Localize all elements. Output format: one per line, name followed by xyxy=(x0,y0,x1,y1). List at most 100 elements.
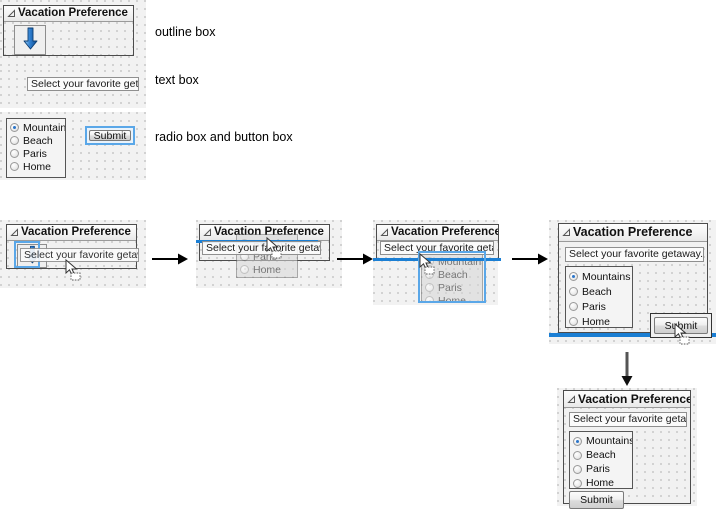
radio-option[interactable]: Paris xyxy=(425,281,479,294)
panel-title-label: Vacation Preference xyxy=(573,225,693,239)
submit-button-label: Submit xyxy=(664,319,698,332)
radio-dot-icon[interactable] xyxy=(573,436,582,446)
panel-title-label: Vacation Preference xyxy=(18,7,128,19)
submit-button-label: Submit xyxy=(93,129,127,142)
radio-dot-icon[interactable] xyxy=(10,136,19,145)
radio-option[interactable]: Home xyxy=(569,314,629,328)
step5-radio-box[interactable]: Mountains Beach Paris Home xyxy=(569,431,633,489)
panel-titlebar: Vacation Preference xyxy=(564,391,690,408)
text-box-value: Select your favorite getaway. xyxy=(569,248,704,261)
caption-outline-box: outline box xyxy=(155,25,216,39)
radio-dot-icon[interactable] xyxy=(569,317,578,326)
radio-dot-icon[interactable] xyxy=(425,283,434,292)
panel-titlebar: Vacation Preference xyxy=(377,225,498,241)
radio-option[interactable]: Home xyxy=(240,263,294,276)
collapse-triangle-icon[interactable] xyxy=(567,394,576,404)
radio-option[interactable]: Home xyxy=(573,476,629,489)
radio-option[interactable]: Beach xyxy=(573,448,629,462)
radio-option-label: Paris xyxy=(438,281,462,294)
radio-option-label: Home xyxy=(582,315,611,328)
submit-button[interactable]: Submit xyxy=(89,129,131,142)
step3-selection-ring xyxy=(418,251,486,303)
collapse-triangle-icon[interactable] xyxy=(380,228,389,237)
text-box-value: Select your favorite getaway. xyxy=(24,248,138,261)
radio-option[interactable]: Home xyxy=(425,294,479,302)
radio-dot-icon[interactable] xyxy=(240,265,249,274)
radio-option[interactable]: Mountains xyxy=(573,434,632,448)
radio-option-label: Mountains xyxy=(23,121,66,134)
radio-option-label: Beach xyxy=(438,268,468,281)
radio-dot-icon[interactable] xyxy=(10,162,19,171)
radio-option-label: Paris xyxy=(586,463,610,475)
blue-down-arrow-tile[interactable] xyxy=(14,25,46,55)
radio-option-label: Paris xyxy=(582,300,606,313)
radio-dot-icon[interactable] xyxy=(569,302,578,311)
panel-titlebar: Vacation Preference xyxy=(4,6,133,22)
palette-text-box[interactable]: Select your favorite getaway. xyxy=(27,77,139,91)
radio-option[interactable]: Paris xyxy=(573,462,629,476)
collapse-triangle-icon[interactable] xyxy=(562,228,571,237)
radio-dot-icon[interactable] xyxy=(573,450,582,460)
step4-dragged-button-box[interactable]: Submit xyxy=(650,313,712,338)
radio-dot-icon[interactable] xyxy=(569,287,578,296)
flow-arrow-1 xyxy=(152,252,190,269)
text-box-value: Select your favorite getaway. xyxy=(573,413,687,426)
submit-button[interactable]: Submit xyxy=(569,491,624,509)
submit-button-label: Submit xyxy=(580,494,613,506)
palette-outline-box[interactable]: Vacation Preference xyxy=(3,5,134,56)
radio-option-label: Mountains xyxy=(582,270,631,283)
collapse-triangle-icon[interactable] xyxy=(10,228,19,237)
radio-dot-icon[interactable] xyxy=(569,272,578,281)
flow-arrow-4 xyxy=(620,352,634,391)
step2-text-box[interactable]: Select your favorite getaway. xyxy=(202,241,321,255)
blue-down-arrow-icon xyxy=(20,27,40,54)
text-box-value: Select your favorite getaway. xyxy=(384,241,493,254)
radio-option-label: Beach xyxy=(23,134,53,147)
step1-dragged-text-box[interactable]: Select your favorite getaway. xyxy=(20,248,139,262)
radio-option[interactable]: Paris xyxy=(10,147,62,160)
radio-option[interactable]: Beach xyxy=(569,284,629,299)
step5-button-box[interactable]: Submit xyxy=(569,491,624,509)
panel-titlebar: Vacation Preference xyxy=(7,225,136,241)
text-box-value: Select your favorite getaway. xyxy=(206,241,320,254)
radio-option[interactable]: Mountains xyxy=(569,269,631,284)
panel-title-label: Vacation Preference xyxy=(578,392,690,406)
radio-option-label: Beach xyxy=(586,449,616,461)
radio-option-label: Home xyxy=(438,294,467,302)
caption-text-box: text box xyxy=(155,73,199,87)
submit-button[interactable]: Submit xyxy=(654,317,708,334)
radio-dot-icon[interactable] xyxy=(10,149,19,158)
radio-option[interactable]: Home xyxy=(10,160,62,173)
step5-text-box[interactable]: Select your favorite getaway. xyxy=(569,412,687,427)
palette-button-box[interactable]: Submit xyxy=(85,126,135,145)
radio-option-label: Home xyxy=(586,477,615,489)
radio-option[interactable]: Mountains xyxy=(10,121,65,134)
step4-text-box[interactable]: Select your favorite getaway. xyxy=(565,247,704,262)
radio-option-label: Beach xyxy=(582,285,612,298)
step1-outline-box[interactable]: Vacation Preference xyxy=(6,224,137,269)
panel-title-label: Vacation Preference xyxy=(21,226,131,238)
radio-option[interactable]: Paris xyxy=(569,299,629,314)
collapse-triangle-icon[interactable] xyxy=(7,9,16,18)
step4-insertion-line xyxy=(549,333,716,337)
palette-radio-box[interactable]: Mountains Beach Paris Home xyxy=(6,118,66,178)
collapse-triangle-icon[interactable] xyxy=(203,228,212,237)
radio-dot-icon[interactable] xyxy=(573,464,582,474)
flow-arrow-3 xyxy=(512,252,550,269)
radio-option-label: Mountains xyxy=(586,435,633,447)
radio-dot-icon[interactable] xyxy=(425,296,434,301)
text-box-value: Select your favorite getaway. xyxy=(31,77,139,90)
step5-outline-box[interactable]: Vacation Preference Select your favorite… xyxy=(563,390,691,509)
radio-option-label: Home xyxy=(23,160,52,173)
radio-option-label: Paris xyxy=(23,147,47,160)
radio-dot-icon[interactable] xyxy=(573,478,582,488)
radio-option-label: Home xyxy=(253,263,282,276)
radio-dot-icon[interactable] xyxy=(10,123,19,132)
radio-option[interactable]: Beach xyxy=(10,134,62,147)
flow-arrow-2 xyxy=(337,252,375,269)
panel-title-label: Vacation Preference xyxy=(391,226,498,238)
caption-radio-button-box: radio box and button box xyxy=(155,130,293,144)
panel-titlebar: Vacation Preference xyxy=(559,224,707,242)
step4-radio-box[interactable]: Mountains Beach Paris Home xyxy=(565,266,633,328)
step3-insertion-line xyxy=(373,258,501,261)
